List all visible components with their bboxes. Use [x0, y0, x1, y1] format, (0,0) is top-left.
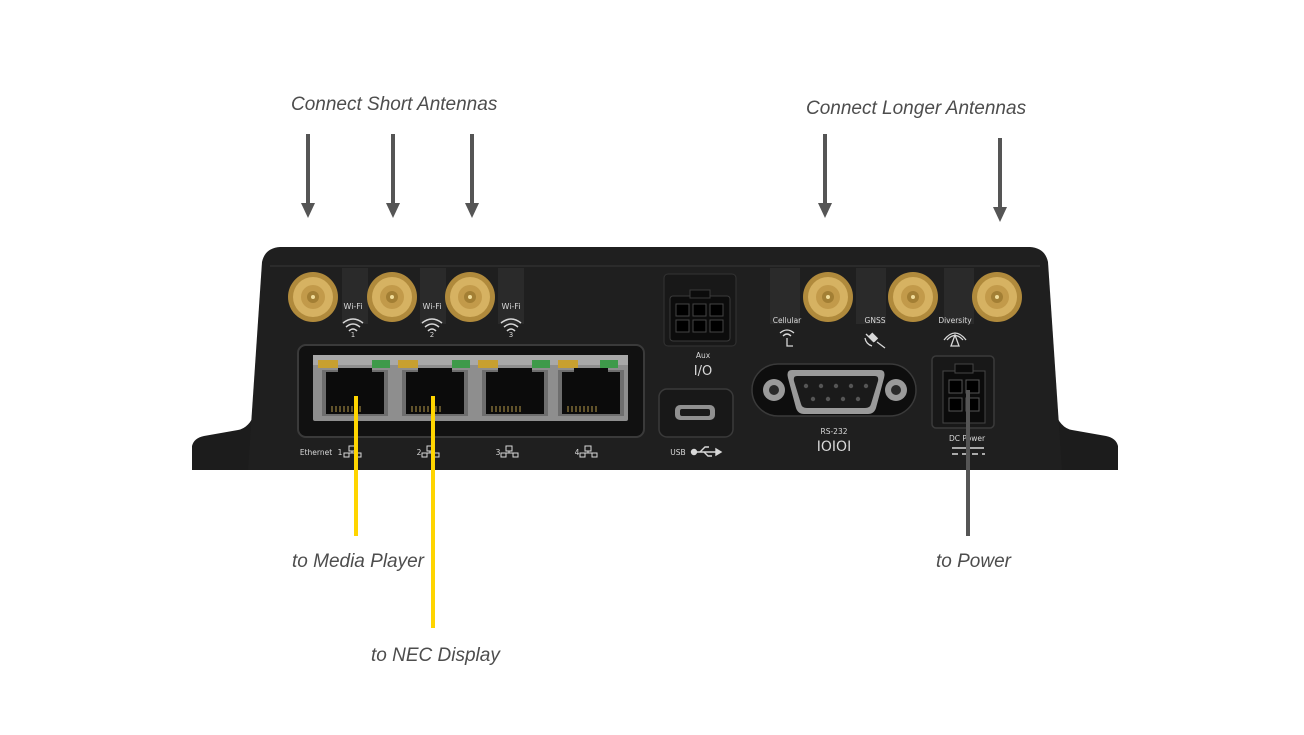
- wifi-2-label: 2: [430, 331, 434, 339]
- arrow-down-icon: [818, 134, 832, 218]
- media-player-leader-line: [354, 396, 358, 536]
- wifi-label: Wi-Fi: [422, 302, 441, 311]
- dc-power-connector: [942, 363, 986, 424]
- power-label: to Power: [936, 551, 1011, 572]
- usb-port: [675, 405, 715, 420]
- gnss-antenna-connector: [888, 272, 938, 322]
- arrow-down-icon: [386, 134, 400, 218]
- ethernet-port-4: [558, 360, 624, 416]
- usb-label: USB: [670, 448, 685, 457]
- cellular-icon: [779, 329, 795, 347]
- media-player-label: to Media Player: [292, 551, 425, 572]
- usb-icon: [690, 446, 723, 457]
- rs232-label: RS-232: [821, 427, 848, 436]
- left-mounting-flange: [192, 400, 262, 470]
- arrow-down-icon: [465, 134, 479, 218]
- wifi-3-antenna-connector: [445, 272, 495, 322]
- arrow-down-icon: [301, 134, 315, 218]
- wifi-1-label: 1: [351, 331, 355, 339]
- aux-io-connector: [669, 289, 731, 342]
- ethernet-label: Ethernet: [300, 448, 332, 457]
- diversity-icon: [943, 332, 967, 347]
- port-3-label: 3: [496, 448, 501, 457]
- longer-antennas-label: Connect Longer Antennas: [806, 98, 1027, 119]
- wifi-1-antenna-connector: [288, 272, 338, 322]
- gnss-label: GNSS: [865, 316, 886, 325]
- wifi-3-label: 3: [509, 331, 513, 339]
- ethernet-port-block: [313, 355, 628, 421]
- arrow-down-icon: [993, 138, 1007, 222]
- rs232-connector: [751, 363, 917, 417]
- right-mounting-flange: [1048, 400, 1118, 470]
- cellular-antenna-connector: [803, 272, 853, 322]
- port-4-label: 4: [575, 448, 580, 457]
- diversity-label: Diversity: [938, 316, 972, 325]
- wifi-2-antenna-connector: [367, 272, 417, 322]
- diversity-antenna-connector: [972, 272, 1022, 322]
- rs232-symbol: IOIOI: [817, 439, 851, 455]
- power-leader-line: [966, 390, 970, 536]
- port-2-label: 2: [417, 448, 422, 457]
- gnss-satellite-icon: [864, 332, 886, 349]
- short-antennas-label: Connect Short Antennas: [291, 94, 498, 115]
- nec-display-label: to NEC Display: [371, 645, 500, 666]
- cellular-label: Cellular: [773, 316, 802, 325]
- aux-label: Aux: [696, 351, 711, 360]
- io-label: I/O: [694, 364, 712, 379]
- ethernet-port-2: [398, 360, 470, 416]
- wifi-icon: [342, 318, 522, 332]
- nec-display-leader-line: [431, 396, 435, 628]
- ethernet-port-3: [478, 360, 550, 416]
- wifi-label: Wi-Fi: [501, 302, 520, 311]
- wifi-label: Wi-Fi: [343, 302, 362, 311]
- port-1-label: 1: [338, 448, 343, 457]
